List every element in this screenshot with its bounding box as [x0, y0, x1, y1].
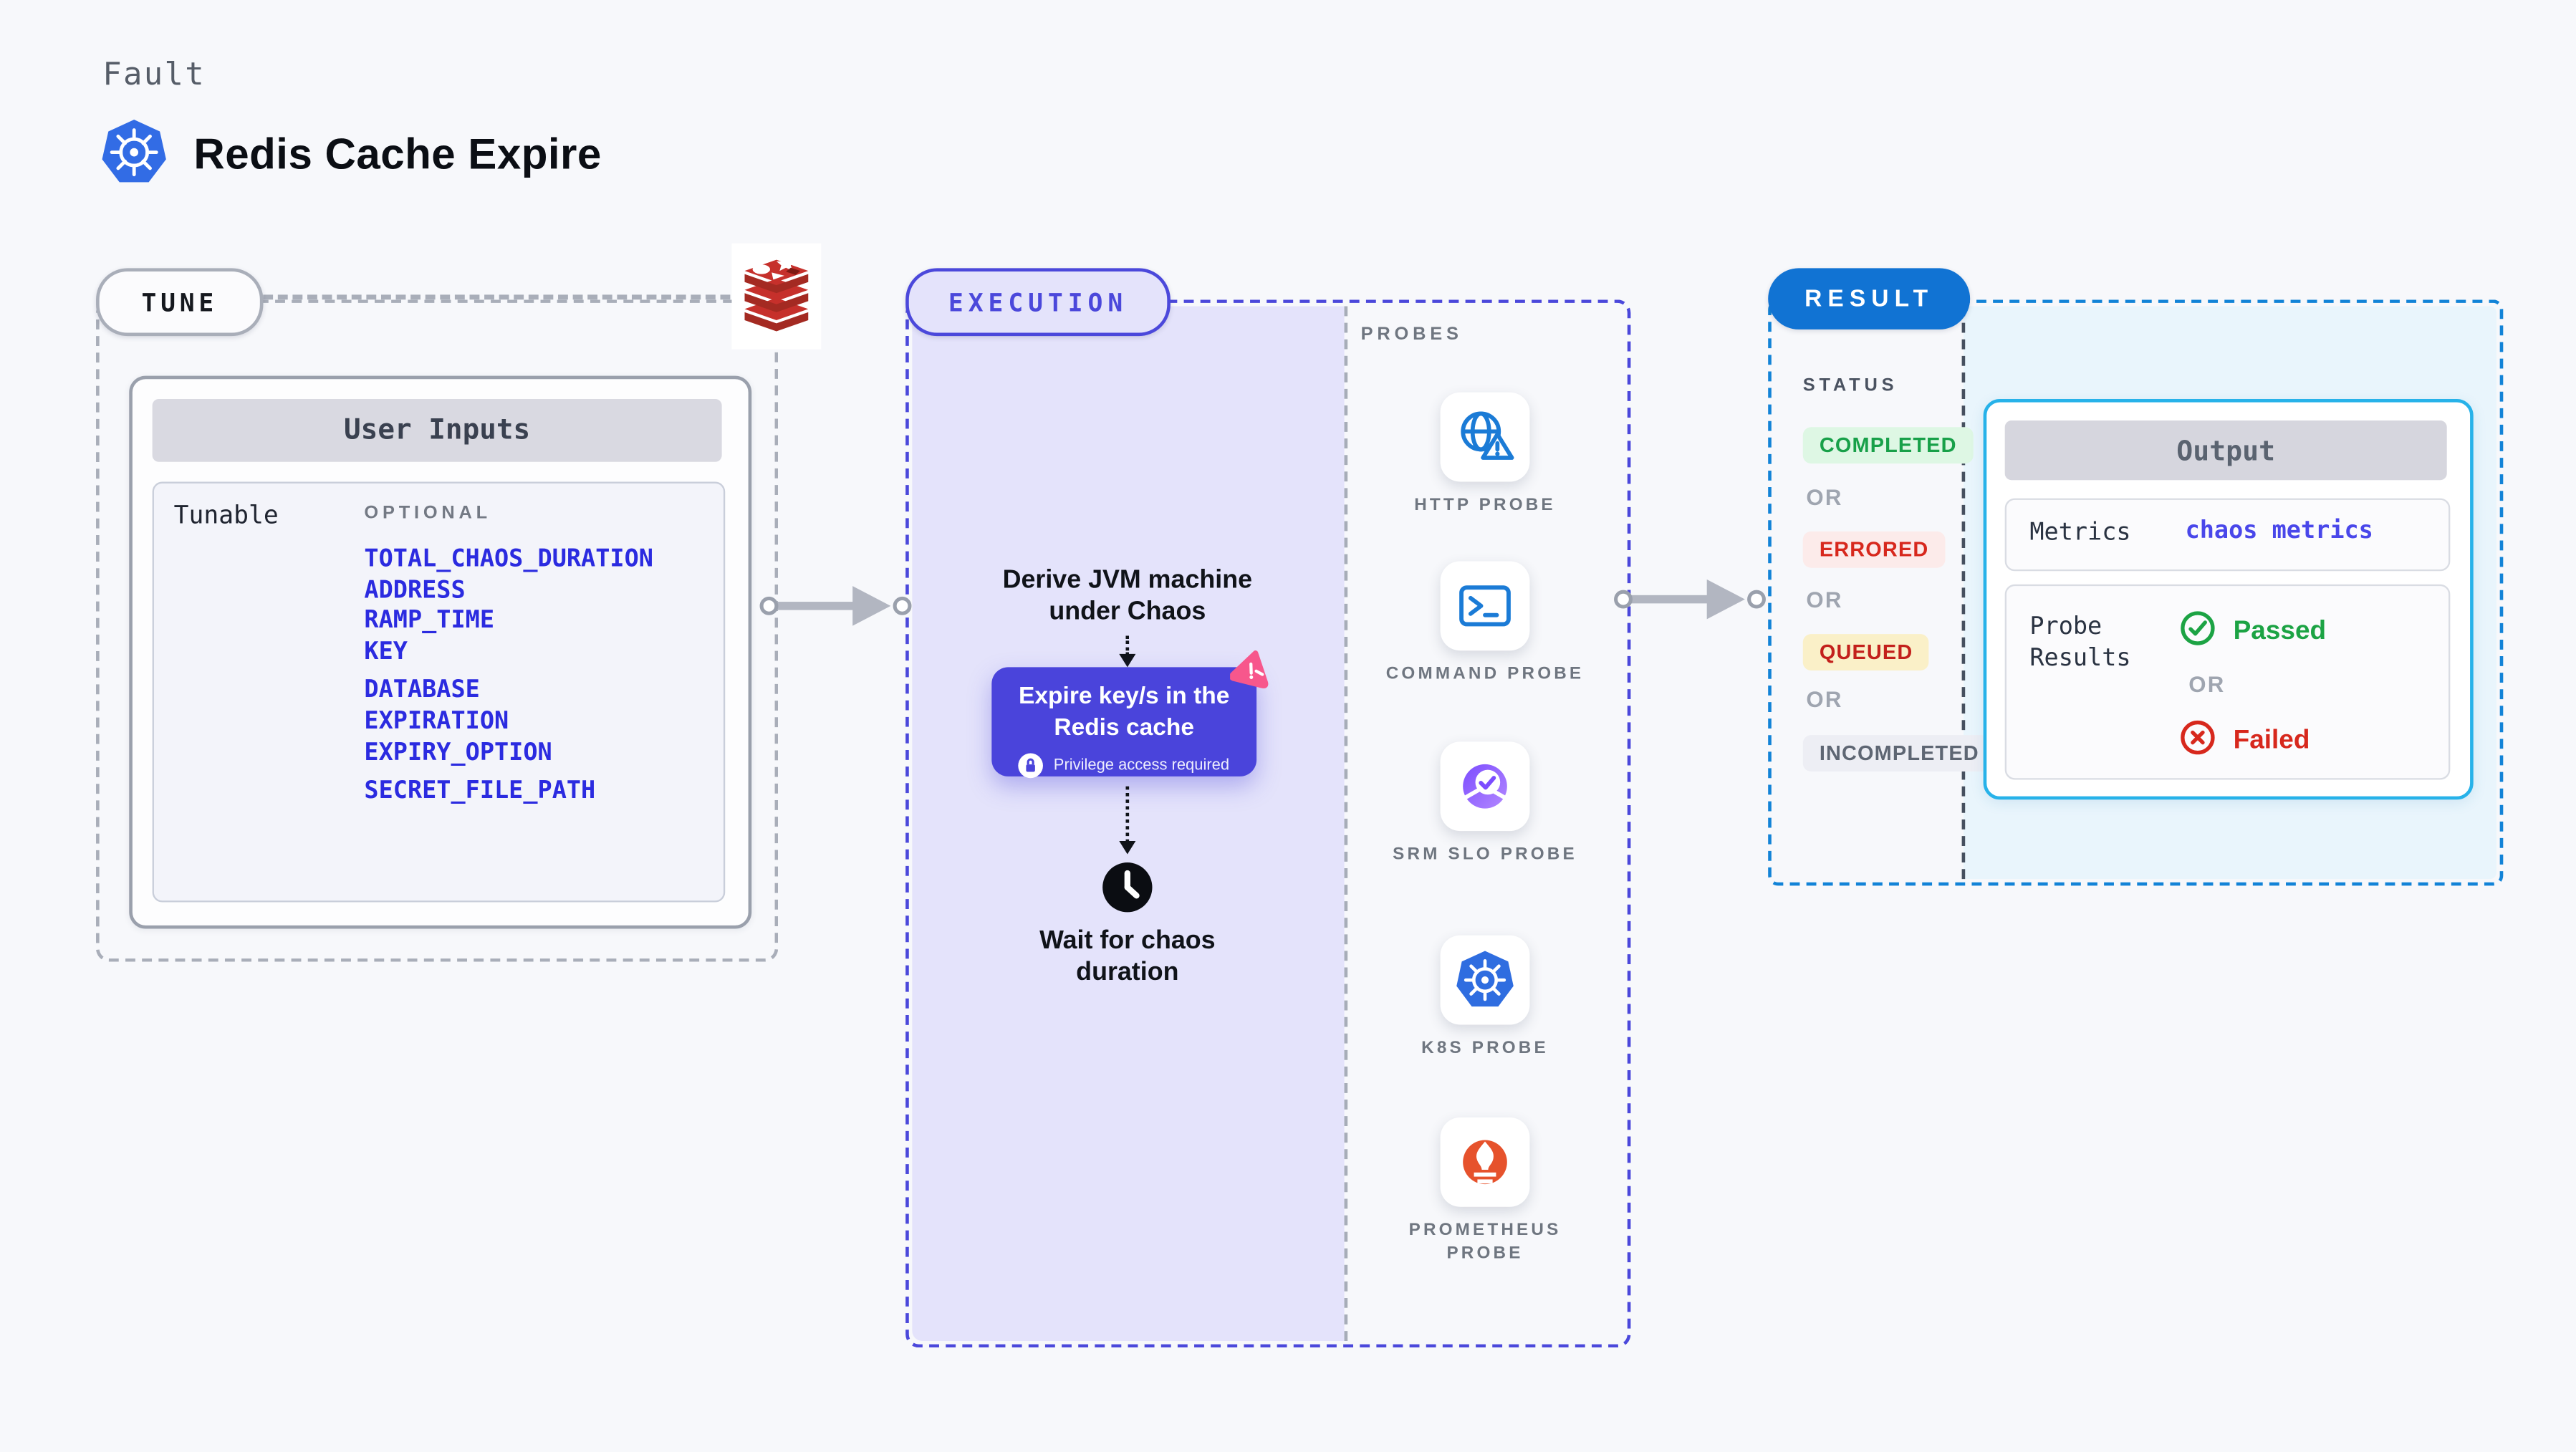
page-title: Redis Cache Expire: [193, 129, 602, 179]
status-badge-errored: ERRORED: [1802, 531, 1946, 568]
derive-step-label: Derive JVM machine under Chaos: [1002, 566, 1253, 626]
flow-arrowhead-1: [1119, 653, 1136, 668]
tunable-item-database[interactable]: DATABASE: [364, 677, 480, 704]
tunable-item-secret-file-path[interactable]: SECRET_FILE_PATH: [364, 778, 596, 805]
x-circle-icon: [2178, 718, 2216, 765]
output-header: Output: [2004, 420, 2447, 481]
status-badge-incompleted: INCOMPLETED: [1802, 735, 1996, 771]
lock-icon: [1019, 753, 1044, 779]
probe-results-row: Probe Results Passed OR F: [2004, 584, 2451, 780]
output-card: Output Metrics chaos metrics Probe Resul…: [1983, 398, 2474, 800]
probes-section-label: PROBES: [1360, 324, 1463, 345]
k8s-probe-icon[interactable]: [1440, 935, 1530, 1025]
srm-slo-probe-icon[interactable]: [1440, 741, 1530, 832]
tunable-item-address[interactable]: ADDRESS: [364, 577, 466, 605]
command-probe-icon[interactable]: [1440, 561, 1530, 651]
tune-pill: TUNE: [96, 268, 264, 337]
or-label: OR: [2188, 672, 2226, 697]
or-label: OR: [1806, 587, 1843, 613]
user-inputs-header: User Inputs: [152, 398, 722, 462]
tune-container: [96, 299, 779, 962]
result-pill: RESULT: [1768, 268, 1971, 330]
execution-pill: EXECUTION: [905, 268, 1171, 337]
chaos-action-line1: Expire key/s in the: [1019, 683, 1230, 711]
tune-to-redis-connector: [248, 294, 745, 300]
probe-results-label: Probe Results: [2029, 614, 2131, 673]
k8s-probe-label: K8S PROBE: [1421, 1038, 1549, 1058]
probes-panel-divider: [1344, 306, 1348, 1341]
http-probe-label: HTTP PROBE: [1414, 495, 1556, 515]
prometheus-probe-label: PROMETHEUS PROBE: [1408, 1220, 1562, 1264]
command-probe-label: COMMAND PROBE: [1385, 663, 1585, 684]
metrics-label: Metrics: [2029, 519, 2131, 547]
status-badge-completed: COMPLETED: [1802, 427, 1974, 464]
fault-kicker: Fault: [102, 56, 206, 93]
tune-to-execution-arrow: [759, 586, 912, 626]
tunable-item-ramp-time[interactable]: RAMP_TIME: [364, 607, 495, 635]
user-inputs-card: User Inputs Tunable OPTIONAL TOTAL_CHAOS…: [129, 375, 752, 929]
tunable-label: Tunable: [173, 499, 279, 530]
tunable-item-key[interactable]: KEY: [364, 639, 408, 666]
litmus-chaos-icon: [1229, 648, 1273, 691]
status-badge-queued: QUEUED: [1802, 634, 1930, 670]
http-probe-icon[interactable]: [1440, 392, 1530, 482]
srm-slo-probe-label: SRM SLO PROBE: [1393, 844, 1577, 865]
tunable-list-panel: Tunable OPTIONAL TOTAL_CHAOS_DURATION AD…: [152, 481, 726, 903]
failed-result: Failed: [2178, 718, 2310, 765]
execution-to-result-arrow: [1614, 579, 1766, 620]
kubernetes-icon: [100, 117, 169, 187]
optional-group-label: OPTIONAL: [364, 503, 492, 524]
passed-result: Passed: [2178, 609, 2326, 655]
status-section-label: STATUS: [1802, 375, 1898, 396]
chaos-action-node[interactable]: Expire key/s in the Redis cache Privileg…: [991, 650, 1269, 779]
execution-container: Derive JVM machine under Chaos Expire ke…: [905, 299, 1631, 1348]
or-label: OR: [1806, 687, 1843, 712]
wait-step-label: Wait for chaos duration: [1039, 927, 1216, 987]
tunable-item-expiration[interactable]: EXPIRATION: [364, 708, 509, 736]
flow-dotted-line-1: [1125, 635, 1130, 656]
metrics-row: Metrics chaos metrics: [2004, 498, 2451, 572]
tunable-item-expiry-option[interactable]: EXPIRY_OPTION: [364, 740, 552, 767]
privilege-note: Privilege access required: [1053, 756, 1230, 775]
tunable-item-total-chaos-duration[interactable]: TOTAL_CHAOS_DURATION: [364, 546, 653, 573]
redis-icon: [731, 243, 822, 350]
flow-dotted-line-2: [1125, 786, 1130, 843]
flow-arrowhead-2: [1119, 841, 1136, 855]
result-panel-divider: [1961, 306, 1966, 880]
passed-label: Passed: [2233, 617, 2327, 646]
chaos-metrics-link[interactable]: chaos metrics: [2185, 518, 2373, 545]
chaos-action-line2: Redis cache: [1054, 715, 1194, 742]
or-label: OR: [1806, 485, 1843, 510]
clock-icon: [1102, 862, 1153, 913]
failed-label: Failed: [2233, 726, 2310, 755]
prometheus-probe-icon[interactable]: [1440, 1117, 1530, 1207]
check-circle-icon: [2178, 609, 2216, 655]
